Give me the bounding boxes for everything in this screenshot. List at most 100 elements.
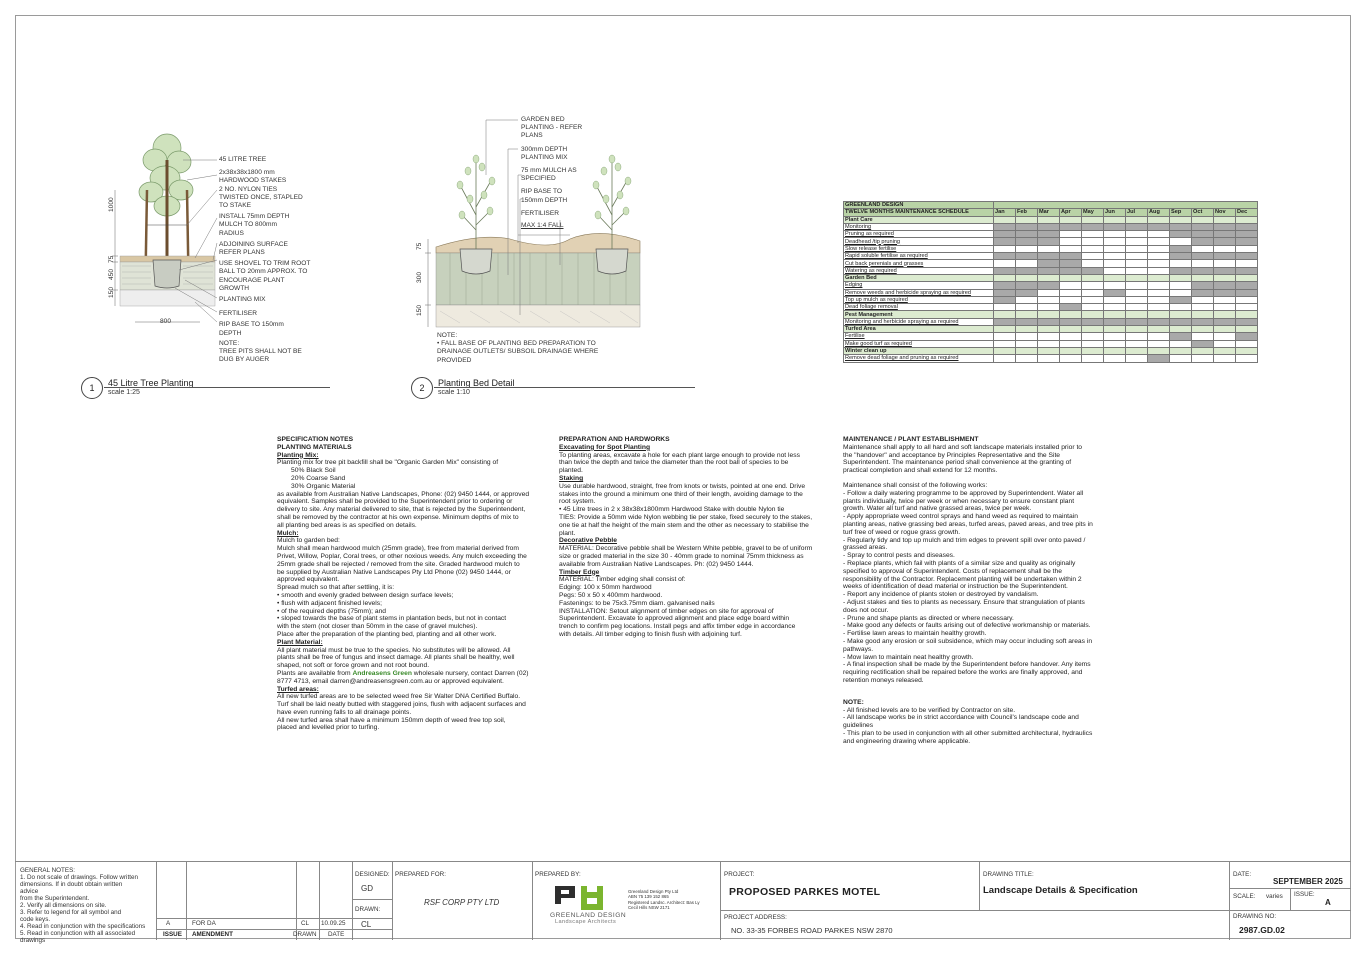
- issue-value: A: [1325, 898, 1331, 907]
- month-cell: [1125, 281, 1148, 290]
- task-label: Winter clean up: [843, 346, 994, 356]
- month-cell: [1037, 237, 1060, 246]
- month-cell: [1081, 288, 1104, 297]
- month-cell: [1081, 354, 1104, 363]
- month-cell: [1103, 230, 1126, 239]
- month-cell: [1125, 310, 1148, 319]
- spec-line: INSTALLATION: Setout alignment of timber…: [559, 607, 774, 615]
- spec-line: Planting mix for tree pit backfill shall…: [277, 459, 499, 467]
- table-row: Monitoring and herbicide spraying as req…: [843, 317, 1258, 327]
- month-cell: [1015, 339, 1038, 348]
- month-cell: [1037, 325, 1060, 334]
- month-cell: [1081, 346, 1104, 356]
- month-cell: [1125, 354, 1148, 363]
- spec-line: - Fertilise lawn areas to maintain healt…: [843, 630, 987, 638]
- spec-line: one tie at half the height of the main s…: [559, 521, 809, 529]
- month-cell: [1015, 237, 1038, 246]
- spec-line: Turf shall be laid neatly butted with st…: [277, 701, 526, 709]
- month-cell: [1213, 339, 1236, 348]
- month-cell: [1103, 325, 1126, 334]
- month-cell: [1235, 266, 1258, 275]
- spec-line: practical completion and shall extend fo…: [843, 467, 998, 475]
- month-cell: [1081, 295, 1104, 305]
- month-cell: [1015, 222, 1038, 232]
- month-cell: [1015, 303, 1038, 312]
- month-cell: [1015, 281, 1038, 290]
- month-cell: [1169, 266, 1192, 275]
- month-cell: [1169, 295, 1192, 305]
- bed-dim-75: 75: [416, 242, 423, 250]
- spec-line: placed and levelled prior to turfing.: [277, 724, 380, 732]
- month-cell: [1081, 332, 1104, 341]
- task-label: Remove weeds and herbicide spraying as r…: [843, 288, 994, 297]
- spec-line: All plant material must be true to the s…: [277, 646, 511, 654]
- month-cell: [1037, 266, 1060, 275]
- month-cell: [1235, 332, 1258, 341]
- spec-line: Place after the preparation of the plant…: [277, 630, 497, 638]
- month-cell: [993, 281, 1016, 290]
- month-cell: [1191, 354, 1214, 363]
- month-cell: [1037, 339, 1060, 348]
- month-cell: [1125, 215, 1148, 224]
- month-cell: [1037, 332, 1060, 341]
- month-cell: [1235, 273, 1258, 283]
- month-cell: [1103, 339, 1126, 348]
- project-name: PROPOSED PARKES MOTEL: [729, 886, 881, 898]
- spec-line: Plant Material:: [277, 638, 323, 646]
- month-cell: [1169, 354, 1192, 363]
- table-section-row: Plant Care: [843, 215, 1258, 224]
- spec-line: MAINTENANCE / PLANT ESTABLISHMENT: [843, 436, 979, 443]
- month-cell: [1037, 259, 1060, 268]
- spec-line: Timber Edge: [559, 568, 600, 576]
- dim-800: 800: [160, 318, 172, 325]
- spec-line: Decorative Pebble: [559, 537, 617, 545]
- month-cell: [993, 230, 1016, 239]
- detail-2-title: Planting Bed Detail: [438, 378, 515, 388]
- greenland-design-logo-icon: [555, 886, 603, 910]
- spec-line: growth. Water all turf and native grasse…: [843, 505, 1032, 513]
- table-row: Rapid soluble fertilise as required: [843, 252, 1258, 261]
- month-cell: [1059, 237, 1082, 246]
- spec-line: trench to confirm peg locations. Install…: [559, 623, 796, 631]
- spec-line: [843, 692, 1115, 699]
- month-cell: [1235, 230, 1258, 239]
- date-column-label: DATE: [328, 931, 345, 938]
- month-cell: [1191, 281, 1214, 290]
- month-cell: [1103, 244, 1126, 254]
- spec-line: Fastenings: to be 75x3.75mm diam. galvan…: [559, 599, 715, 607]
- bed-detail-note: NOTE: • FALL BASE OF PLANTING BED PREPAR…: [437, 332, 599, 364]
- spec-line: 25mm grade shall be rejected / removed f…: [277, 560, 520, 568]
- table-row: Make good turf as required: [843, 339, 1258, 348]
- general-notes: GENERAL NOTES: 1. Do not scale of drawin…: [20, 867, 154, 944]
- project-address-label: PROJECT ADDRESS:: [724, 914, 787, 921]
- month-cell: [1213, 244, 1236, 254]
- drawn-column-label: DRAWN: [293, 931, 317, 938]
- detail-1-title: 45 Litre Tree Planting: [108, 378, 194, 388]
- month-cell: [1235, 259, 1258, 268]
- month-cell: [1147, 244, 1170, 254]
- month-cell: [1125, 237, 1148, 246]
- month-cell: [1235, 252, 1258, 261]
- month-cell: [1037, 288, 1060, 297]
- month-header: Dec: [1235, 208, 1258, 217]
- dim-75: 75: [108, 255, 115, 263]
- spec-line: Superintendent. The maintenance period s…: [843, 459, 1072, 467]
- dim-1000: 1000: [108, 197, 115, 212]
- spec-line: - Follow a daily watering programme to b…: [843, 489, 1084, 497]
- month-cell: [1213, 317, 1236, 327]
- month-cell: [993, 295, 1016, 305]
- month-cell: [1169, 346, 1192, 356]
- month-cell: [1125, 222, 1148, 232]
- drawing-sheet-border: [15, 15, 1351, 939]
- task-label: Pruning as required: [843, 230, 994, 239]
- month-cell: [1015, 266, 1038, 275]
- task-label: Monitoring and herbicide spraying as req…: [843, 317, 994, 327]
- month-cell: [1169, 230, 1192, 239]
- month-cell: [993, 288, 1016, 297]
- month-header: Jan: [993, 208, 1016, 217]
- month-cell: [1081, 273, 1104, 283]
- month-cell: [1235, 303, 1258, 312]
- spec-line: • sloped towards the base of plant stems…: [277, 615, 507, 623]
- month-cell: [1015, 332, 1038, 341]
- table-row: Deadhead /tip pruning: [843, 237, 1258, 246]
